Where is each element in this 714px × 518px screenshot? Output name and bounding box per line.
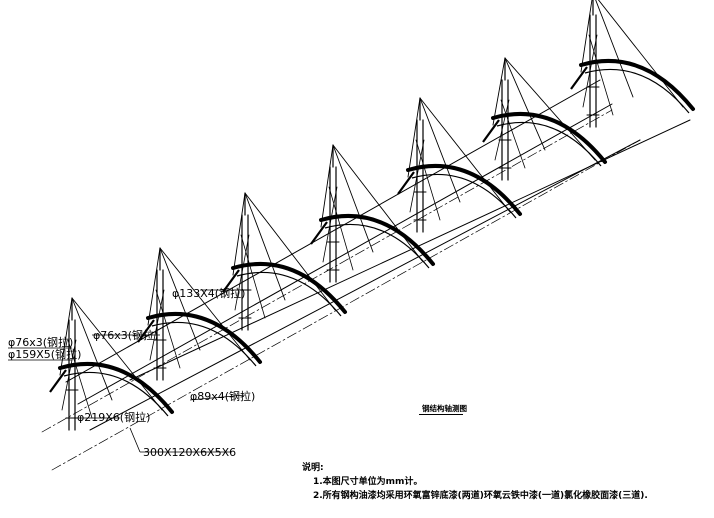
brace <box>582 34 598 108</box>
stay-cable <box>504 57 546 151</box>
stay-cable <box>332 144 374 253</box>
beam-arc-inner <box>236 271 342 317</box>
leader-purlin <box>189 394 246 401</box>
label-end-b: φ159X5(钢拉) <box>8 347 81 361</box>
beam-arc <box>491 112 607 164</box>
purlin-line <box>129 119 691 381</box>
brace <box>234 234 250 311</box>
brace <box>240 234 266 319</box>
note-item-2: 2.所有钢构油漆均采用环氧富锌底漆(两道)环氧云铁中漆(一道)氯化橡胶面漆(三道… <box>313 491 648 501</box>
stay-cable <box>419 97 511 213</box>
label-purlin: φ89x4(钢拉) <box>190 389 255 403</box>
label-beam: 300X120X6X5X6 <box>143 446 236 459</box>
brace <box>155 289 181 369</box>
stay-cable <box>597 0 684 108</box>
label-bay1-mid: φ76x3(钢拉) <box>93 328 158 342</box>
structure-lines <box>41 0 691 471</box>
beam-arc-inner <box>63 371 169 417</box>
stay-cable <box>244 192 286 301</box>
brace <box>588 34 614 116</box>
beam-arc-inner <box>324 223 430 269</box>
beam-arc <box>146 312 262 364</box>
label-end-a: φ76x3(钢拉) <box>8 335 73 349</box>
beam-back <box>310 221 328 245</box>
brace <box>494 99 510 161</box>
brace <box>415 139 441 221</box>
leader-beam <box>129 427 141 453</box>
stay-cable <box>407 97 421 178</box>
drawing-title: 钢结构轴测图 <box>422 404 467 413</box>
stay-cable <box>232 192 246 276</box>
stay-cable <box>595 0 634 98</box>
beam-arc-inner <box>411 173 517 219</box>
stay-cable <box>147 247 161 326</box>
stay-cable <box>332 144 424 263</box>
curved-beams <box>49 59 695 417</box>
note-item-1: 1.本图尺寸单位为mm计。 <box>313 477 423 487</box>
stay-cable <box>492 57 506 126</box>
beam-arc <box>58 362 174 414</box>
stay-cable <box>59 297 73 376</box>
brace <box>328 186 354 271</box>
brace <box>409 139 425 213</box>
stay-cable <box>159 247 201 351</box>
axis-line <box>51 139 641 471</box>
beam-arc <box>319 214 435 266</box>
stay-cable <box>580 0 593 73</box>
beam-arc-inner <box>584 68 690 114</box>
stay-cable <box>71 297 163 411</box>
stay-cable <box>244 192 336 311</box>
beam-arc <box>579 59 695 111</box>
stay-cable <box>419 97 461 203</box>
stay-cable <box>159 247 251 361</box>
stay-cable <box>71 297 113 401</box>
leader-lines <box>8 289 246 453</box>
purlin-line <box>77 103 613 405</box>
beam-arc <box>406 164 522 216</box>
label-col-base: φ219X6(钢拉) <box>77 410 150 424</box>
beam-back <box>137 319 155 343</box>
notes-heading: 说明: <box>302 463 324 473</box>
purlin-line <box>89 139 641 431</box>
title-underline <box>419 414 463 415</box>
beam-arc <box>231 262 347 314</box>
dimension-labels: φ133X4(钢拉)φ76x3(钢拉)φ76x3(钢拉)φ159X5(钢拉)φ8… <box>8 286 255 459</box>
purlin-line <box>65 79 601 383</box>
brace <box>67 339 93 419</box>
beam-back <box>397 171 415 195</box>
beam-arc-inner <box>496 121 602 167</box>
beam-back <box>570 66 588 90</box>
beam-back <box>482 119 500 143</box>
beam-arc-inner <box>151 321 257 367</box>
beam-back <box>222 269 240 293</box>
brace <box>322 186 338 263</box>
beam-back <box>49 369 67 393</box>
label-bay2-top: φ133X4(钢拉) <box>172 286 245 300</box>
stay-cable <box>320 144 334 228</box>
axis-line <box>41 109 613 433</box>
stay-cable <box>504 57 596 161</box>
brace <box>500 99 526 169</box>
